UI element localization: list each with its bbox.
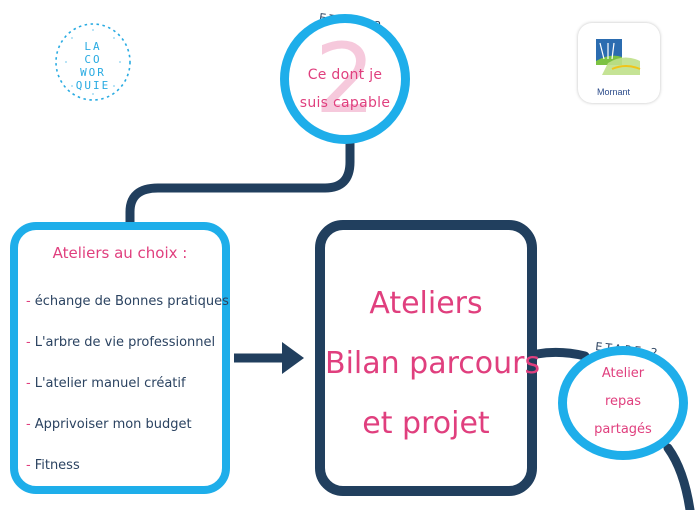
choice-item-label: échange de Bonnes pratiques	[34, 294, 229, 309]
workshop-choices-title: Ateliers au choix :	[52, 244, 188, 262]
list-item: -Apprivoiser mon budget	[26, 417, 229, 458]
main-workshop-title: Ateliers Bilan parcours et projet	[325, 274, 541, 454]
connector-top	[125, 135, 355, 233]
step-top-circle: 2 Ce dont je suis capable	[280, 14, 410, 144]
step-right-caption: Atelier repas partagés	[567, 360, 679, 444]
step-top-caption: Ce dont je suis capable	[289, 61, 401, 117]
coworquie-line-1: LA	[84, 40, 102, 53]
main-title-line3: et projet	[362, 406, 490, 441]
coworquie-line-2: CO	[84, 53, 102, 66]
list-item: -L'atelier manuel créatif	[26, 376, 229, 417]
dash-bullet: -	[26, 458, 31, 473]
workshop-choices-list: -échange de Bonnes pratiques -L'arbre de…	[26, 294, 229, 499]
step-top-caption-line1: Ce dont je	[307, 67, 383, 83]
step-right-line1: Atelier	[601, 366, 645, 381]
mornant-emblem	[596, 39, 641, 75]
step-right-circle: Atelier repas partagés	[558, 346, 688, 460]
arrow-right-icon	[234, 342, 304, 374]
coworquie-wordmark: LA CO WOR QUIE	[52, 40, 134, 92]
choice-item-label: Fitness	[34, 458, 80, 473]
step-right-line2: repas	[604, 394, 642, 409]
list-item: -Fitness	[26, 458, 229, 499]
mornant-name: Mornant	[597, 87, 631, 97]
workshop-choices-box: Ateliers au choix : -échange de Bonnes p…	[10, 222, 230, 494]
choice-item-label: L'arbre de vie professionnel	[34, 335, 216, 350]
list-item: -échange de Bonnes pratiques	[26, 294, 229, 335]
dash-bullet: -	[26, 294, 31, 309]
main-title-line1: Ateliers	[369, 286, 483, 321]
choice-item-label: Apprivoiser mon budget	[34, 417, 192, 432]
coworquie-line-3: WOR	[80, 66, 106, 79]
connector-right	[532, 347, 590, 361]
mornant-logo: Mornant	[578, 23, 660, 103]
list-item: -L'arbre de vie professionnel	[26, 335, 229, 376]
step-top-caption-line2: suis capable	[299, 95, 391, 111]
dash-bullet: -	[26, 376, 31, 391]
main-workshop-box: Ateliers Bilan parcours et projet	[315, 220, 541, 496]
dash-bullet: -	[26, 417, 31, 432]
step-right-line3: partagés	[594, 422, 652, 437]
dash-bullet: -	[26, 335, 31, 350]
coworquie-line-4: QUIE	[75, 79, 111, 92]
step-top-number: 2	[314, 23, 376, 135]
coworquie-logo: LA CO WOR QUIE	[52, 20, 134, 104]
main-title-line2: Bilan parcours	[325, 346, 541, 381]
connector-bottom-right	[663, 443, 695, 510]
coworquie-dotted-ring	[55, 23, 131, 101]
choice-item-label: L'atelier manuel créatif	[34, 376, 186, 391]
